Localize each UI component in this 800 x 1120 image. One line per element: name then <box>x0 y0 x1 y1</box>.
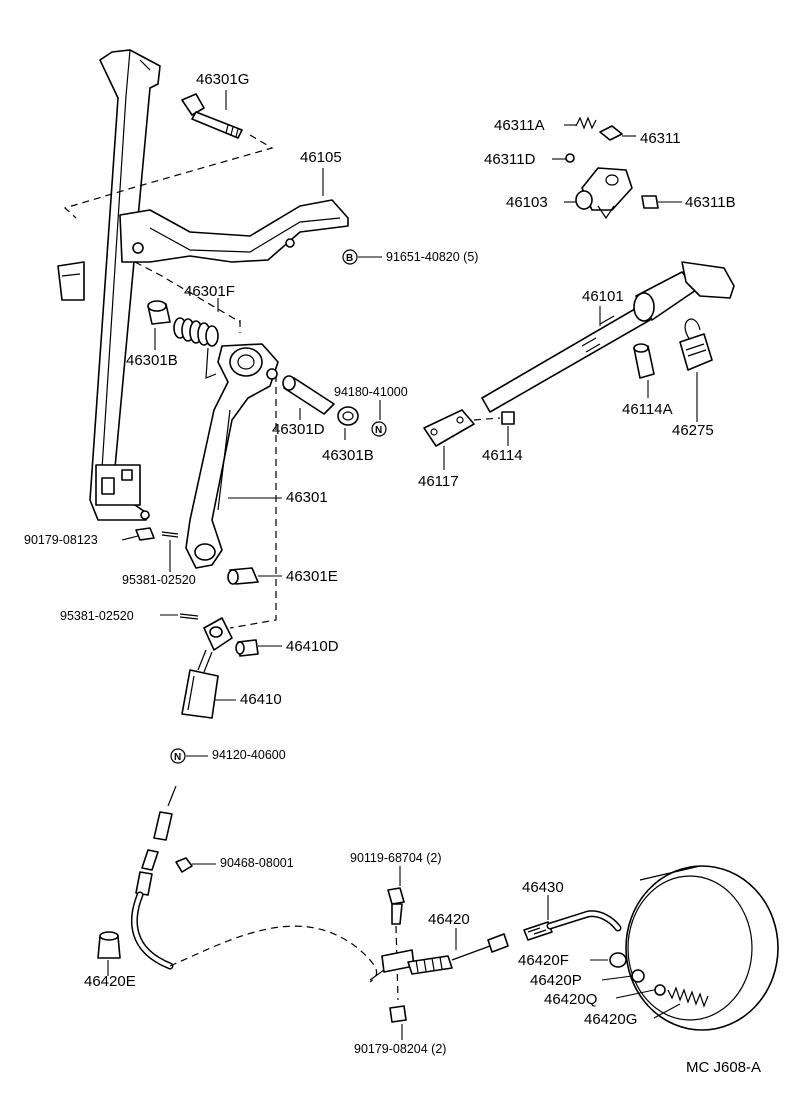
nut-marker-94180: N <box>371 421 387 437</box>
label-46311A: 46311A <box>494 117 545 134</box>
grommet-46420E <box>97 931 121 959</box>
bolt-90119 <box>387 887 405 925</box>
lever-46117 <box>423 409 501 447</box>
label-95381-02520-lower: 95381-02520 <box>60 609 134 623</box>
label-46420G: 46420G <box>584 1011 638 1028</box>
label-90179-08204: 90179-08204 (2) <box>354 1042 447 1056</box>
pin-46301E <box>227 567 259 585</box>
bushing-46301B-upper <box>147 300 171 325</box>
label-46301B-lower: 46301B <box>322 447 374 464</box>
support-bracket <box>57 49 161 521</box>
leader-lines <box>107 90 698 1040</box>
label-46420E: 46420E <box>84 973 136 990</box>
pedal-arm-46301 <box>185 343 279 569</box>
label-46101: 46101 <box>582 288 624 305</box>
pin-46301D <box>282 375 335 415</box>
front-cable <box>131 785 378 983</box>
label-46301: 46301 <box>286 489 328 506</box>
cotter-pin-95381-upper <box>161 531 179 538</box>
svg-text:N: N <box>174 752 181 763</box>
bolt-marker-91651: B <box>342 249 358 265</box>
label-46410D: 46410D <box>286 638 339 655</box>
label-46114: 46114 <box>482 447 523 464</box>
label-46410: 46410 <box>240 691 282 708</box>
label-46311: 46311 <box>640 130 681 147</box>
assembly-line-1 <box>63 134 274 219</box>
label-46117: 46117 <box>418 473 459 490</box>
assembly-line-4 <box>229 375 277 629</box>
pin-46311B <box>641 195 659 209</box>
label-91651-40820: 91651-40820 (5) <box>386 250 479 264</box>
knob-46114A <box>633 343 655 379</box>
svg-text:N: N <box>375 425 382 436</box>
clip-90468 <box>175 857 193 873</box>
assembly-line-2 <box>134 261 241 323</box>
label-46420P: 46420P <box>530 972 582 989</box>
clevis <box>203 617 233 651</box>
pin-46114 <box>501 411 515 425</box>
label-46420F: 46420F <box>518 952 569 969</box>
brace-46105 <box>119 199 349 263</box>
label-46114A: 46114A <box>622 401 673 418</box>
tag-46275 <box>679 318 713 371</box>
label-46301E: 46301E <box>286 568 338 585</box>
bracket-46103 <box>575 167 633 220</box>
label-90179-08123: 90179-08123 <box>24 533 98 547</box>
bushing-46301B-lower <box>337 406 359 426</box>
label-46430: 46430 <box>522 879 564 896</box>
label-46311D: 46311D <box>484 151 536 168</box>
brake-drum <box>625 865 779 1031</box>
nut-46311D <box>565 153 575 163</box>
equalizer-46420 <box>369 933 509 981</box>
label-95381-02520-upper: 95381-02520 <box>122 573 196 587</box>
handle-rod-46101 <box>481 261 735 413</box>
cotter-pin-95381-lower <box>179 613 199 620</box>
bolt-46301G <box>181 93 243 139</box>
spring-46311A <box>575 116 597 130</box>
nut-90179-08204 <box>389 1005 407 1023</box>
label-46301D: 46301D <box>272 421 325 438</box>
label-46103: 46103 <box>506 194 548 211</box>
label-46301B-upper: 46301B <box>126 352 178 369</box>
svg-text:B: B <box>346 253 353 264</box>
spring-46420G <box>667 986 709 1008</box>
clip-46420F <box>609 952 627 968</box>
label-90468-08001: 90468-08001 <box>220 856 294 870</box>
adjuster-46410 <box>181 649 219 719</box>
pawl-46311 <box>599 125 623 141</box>
pin-46410D <box>235 639 259 657</box>
label-94180-41000: 94180-41000 <box>334 385 408 399</box>
nut-90179-08123 <box>135 527 155 541</box>
label-46311B: 46311B <box>685 194 736 211</box>
label-94120-40600: 94120-40600 <box>212 748 286 762</box>
washer-46420Q <box>654 984 666 996</box>
spring-46301F <box>173 317 219 379</box>
label-46301G: 46301G <box>196 71 250 88</box>
diagram-code: MC J608-A <box>686 1059 762 1076</box>
label-46420: 46420 <box>428 911 470 928</box>
label-46275: 46275 <box>672 422 714 439</box>
label-46301F: 46301F <box>184 283 235 300</box>
label-90119-68704: 90119-68704 (2) <box>350 851 442 865</box>
nut-marker-94120: N <box>170 748 186 764</box>
label-46420Q: 46420Q <box>544 991 598 1008</box>
label-46105: 46105 <box>300 149 342 166</box>
collar-46420P <box>631 969 645 983</box>
